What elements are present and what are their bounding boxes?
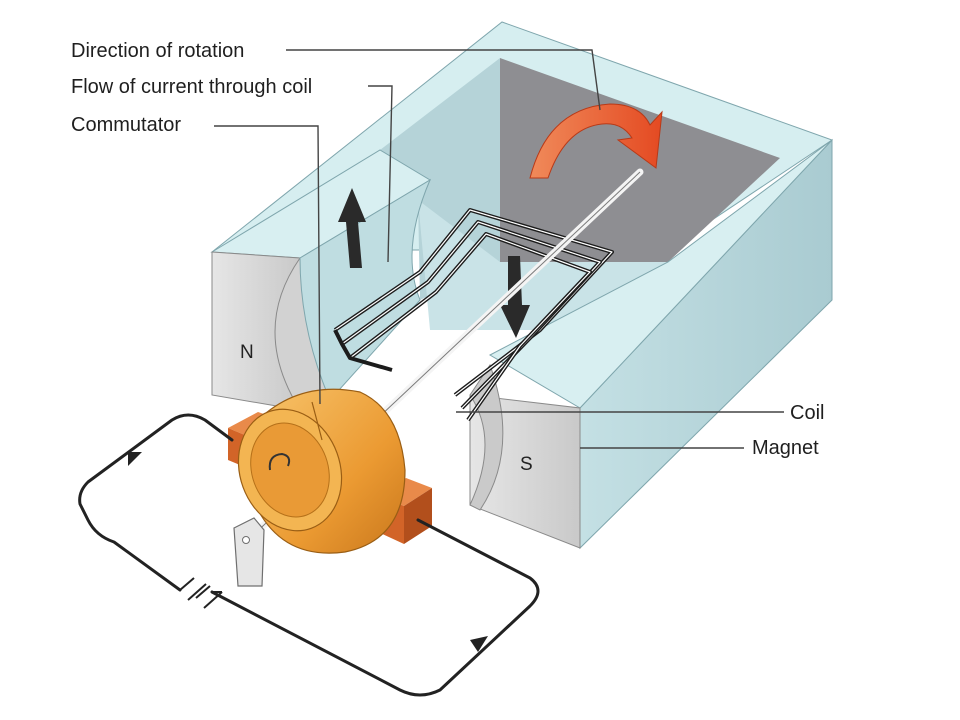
- current-direction-arrow-left: [128, 452, 142, 466]
- label-commutator: Commutator: [71, 114, 181, 136]
- current-arrow-down: [500, 256, 530, 338]
- leader-commutator: [214, 125, 321, 405]
- rotation-arrow: [529, 103, 663, 179]
- south-pole-face: [469, 363, 504, 511]
- commutator: [237, 388, 406, 554]
- label-magnet: Magnet: [752, 437, 819, 459]
- bearing-bracket: [233, 517, 265, 587]
- label-south-pole: S: [520, 454, 533, 475]
- label-flow-of-current: Flow of current through coil: [71, 76, 312, 98]
- magnet-back-wall: [500, 58, 780, 262]
- external-circuit: [78, 413, 540, 697]
- label-coil: Coil: [790, 402, 824, 424]
- wire-left: [78, 413, 234, 592]
- current-arrow-up: [338, 188, 366, 268]
- coil: [333, 208, 614, 422]
- battery-icon: [179, 577, 223, 609]
- leader-flow-of-current: [368, 85, 393, 263]
- leader-lines: [214, 49, 784, 449]
- magnet-right-top: [488, 139, 833, 409]
- north-pole-concave: [299, 178, 432, 401]
- leader-direction-of-rotation: [286, 49, 601, 111]
- label-direction-of-rotation: Direction of rotation: [71, 40, 244, 62]
- wire-bottom: [210, 518, 540, 697]
- magnet: [210, 21, 834, 550]
- current-direction-arrow-bottom: [470, 636, 488, 652]
- label-north-pole: N: [240, 342, 254, 363]
